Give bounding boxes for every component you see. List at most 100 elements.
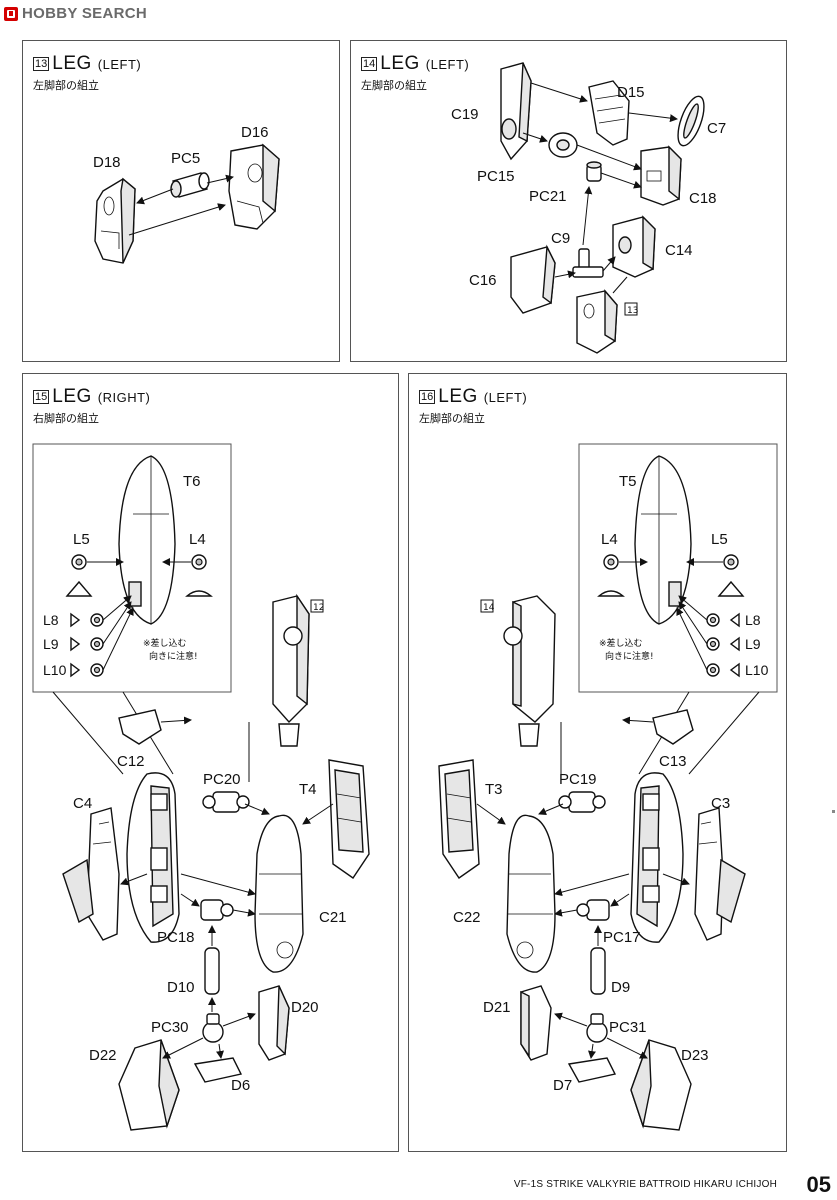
label-pc5: PC5	[171, 150, 200, 167]
part-l4	[185, 554, 213, 597]
label-l9: L9	[43, 636, 59, 652]
part-c19	[500, 62, 532, 161]
part-d9	[590, 947, 606, 995]
label-d21: D21	[483, 999, 511, 1016]
step-number: 15	[33, 390, 50, 404]
step-14-diagram: 13 D15 C19 C7 PC15 PC21 C18 C9 C14 C16	[451, 62, 726, 354]
label-c7: C7	[707, 120, 726, 137]
step-15-title: 15 LEG (RIGHT)	[33, 386, 150, 408]
part-c21	[254, 814, 304, 973]
label-c16: C16	[469, 272, 497, 289]
step-title: LEG	[52, 53, 92, 74]
part-leg-outer-shell	[630, 772, 684, 943]
label-pc17: PC17	[603, 929, 641, 946]
part-d18	[94, 177, 136, 264]
step-13-title: 13 LEG (LEFT)	[33, 53, 141, 75]
label-c22: C22	[453, 909, 481, 926]
ref-box-14: 14	[483, 603, 495, 613]
part-t6	[118, 455, 176, 625]
part-c18	[640, 145, 682, 206]
label-l8: L8	[43, 612, 59, 628]
step-13-panel: 13 LEG (LEFT) 左脚部の組立	[22, 40, 340, 362]
part-d7	[567, 1057, 617, 1083]
label-pc21: PC21	[529, 188, 567, 205]
label-c19: C19	[451, 106, 479, 123]
part-c9	[572, 248, 604, 278]
part-pc5	[170, 172, 210, 198]
ref-box-13: 13	[627, 306, 638, 316]
footer-caption: VF-1S STRIKE VALKYRIE BATTROID HIKARU IC…	[513, 1179, 777, 1190]
label-c13: C13	[659, 753, 687, 770]
part-d16	[228, 143, 280, 230]
part-c7	[677, 95, 705, 147]
step-subtitle: 右脚部の組立	[33, 413, 99, 425]
step-subtitle: 左脚部の組立	[361, 80, 427, 92]
label-l10: L10	[43, 662, 67, 678]
part-l5	[65, 554, 93, 597]
part-d20	[258, 985, 290, 1061]
label-l5: L5	[73, 531, 90, 548]
step-14-panel: 14 LEG (LEFT) 左脚部の組立	[350, 40, 787, 362]
note-line1: ※差し込む	[599, 637, 643, 649]
part-pc20	[202, 791, 250, 813]
label-c3: C3	[711, 795, 730, 812]
label-c12: C12	[117, 753, 145, 770]
part-c13	[652, 709, 694, 745]
label-d10: D10	[167, 979, 195, 996]
label-d20: D20	[291, 999, 319, 1016]
part-l8	[706, 612, 740, 628]
label-c14: C14	[665, 242, 693, 259]
hobby-search-logo[interactable]: HOBBY SEARCH	[4, 5, 147, 22]
part-d10	[204, 947, 220, 995]
part-d21	[520, 985, 552, 1061]
label-t3: T3	[485, 781, 503, 798]
part-c3	[694, 807, 746, 941]
step-15-panel: 15 LEG (RIGHT) 右脚部の組立	[22, 373, 399, 1152]
step-side: (LEFT)	[425, 57, 470, 72]
label-pc20: PC20	[203, 771, 241, 788]
part-pc21	[586, 161, 602, 182]
label-d6: D6	[231, 1077, 250, 1094]
step-number: 13	[33, 57, 50, 71]
note-line1: ※差し込む	[143, 637, 187, 649]
label-d7: D7	[553, 1077, 572, 1094]
label-t4: T4	[299, 781, 317, 798]
ref-box-12: 12	[313, 603, 324, 613]
label-c9: C9	[551, 230, 570, 247]
label-d22: D22	[89, 1047, 117, 1064]
margin-mark	[832, 810, 835, 813]
part-d15	[588, 80, 630, 146]
step-14-title: 14 LEG (LEFT)	[361, 53, 469, 75]
note-line2: 向きに注意!	[605, 650, 654, 662]
part-c4	[62, 807, 120, 941]
page-number: 05	[806, 1172, 831, 1197]
part-pc17	[576, 899, 610, 921]
part-pc15	[548, 132, 578, 158]
part-c14	[612, 215, 656, 278]
label-d23: D23	[681, 1047, 709, 1064]
label-d16: D16	[241, 124, 269, 141]
part-l5	[717, 554, 745, 597]
part-l10	[70, 662, 104, 678]
part-t5	[634, 455, 692, 625]
step-number: 14	[361, 57, 378, 71]
label-l5: L5	[711, 531, 728, 548]
part-c12	[118, 709, 162, 745]
part-d22	[118, 1039, 180, 1131]
label-t6: T6	[183, 473, 201, 490]
part-subassembly-12	[272, 593, 310, 747]
step-side: (RIGHT)	[97, 390, 151, 405]
label-d15: D15	[617, 84, 645, 101]
part-pc31	[586, 1013, 608, 1043]
part-d23	[630, 1039, 692, 1131]
part-pc19	[558, 791, 606, 813]
part-l10	[706, 662, 740, 678]
label-c4: C4	[73, 795, 92, 812]
step-subtitle: 左脚部の組立	[419, 413, 485, 425]
label-l9: L9	[745, 636, 761, 652]
label-l4: L4	[601, 531, 618, 548]
step-subtitle: 左脚部の組立	[33, 80, 99, 92]
note-line2: 向きに注意!	[149, 650, 198, 662]
step-title: LEG	[438, 386, 478, 407]
part-pc30	[202, 1013, 224, 1043]
